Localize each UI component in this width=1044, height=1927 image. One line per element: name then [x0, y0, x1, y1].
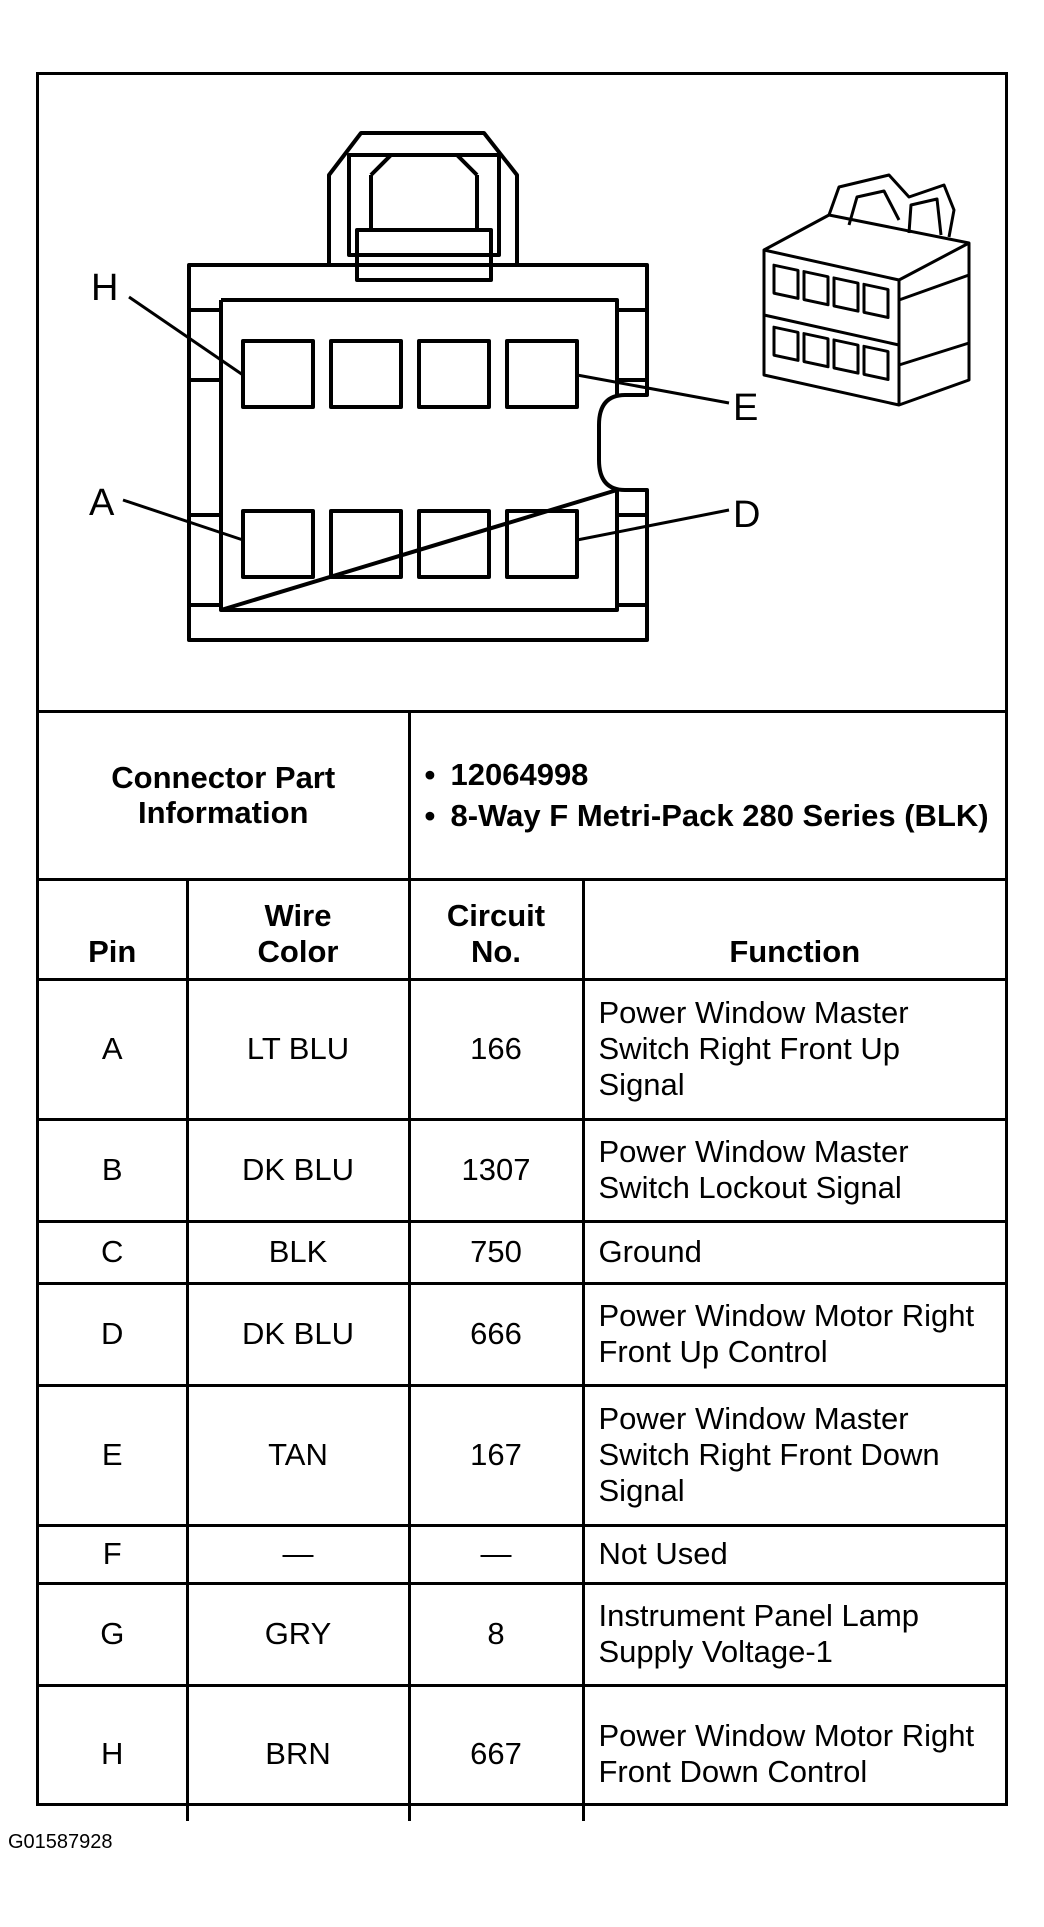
wire-color-cell: DK BLU — [185, 1281, 411, 1387]
function-cell: Power Window Motor Right Front Up Contro… — [581, 1281, 1005, 1387]
wire-color-cell: BLK — [185, 1219, 411, 1285]
table-row: C BLK 750 Ground — [39, 1219, 1005, 1285]
circuit-cell: — — [407, 1523, 585, 1585]
header-wire-color: Wire Color — [185, 877, 411, 981]
callout-line-h — [128, 295, 244, 377]
circuit-cell: 8 — [407, 1581, 585, 1687]
table-row: E TAN 167 Power Window Master Switch Rig… — [39, 1383, 1005, 1527]
connector-isometric-view — [762, 173, 971, 407]
part-info-label: Connector Part Information — [39, 713, 411, 881]
part-info-row: Connector Part Information •12064998 •8-… — [39, 713, 1005, 881]
header-circuit-no: Circuit No. — [407, 877, 585, 981]
terminal-a — [241, 509, 315, 579]
pin-cell: H — [39, 1683, 189, 1821]
function-cell: Power Window Master Switch Right Front U… — [581, 977, 1005, 1121]
pin-cell: D — [39, 1281, 189, 1387]
connector-figure: H E A D — [36, 72, 1008, 1821]
connector-housing — [187, 263, 649, 642]
header-function: Function — [581, 877, 1005, 981]
pin-callout-d: D — [733, 494, 760, 536]
pin-cell: F — [39, 1523, 189, 1585]
table-row: B DK BLU 1307 Power Window Master Switch… — [39, 1117, 1005, 1223]
callout-line-d — [576, 508, 730, 542]
table-row: H BRN 667 Power Window Motor Right Front… — [39, 1683, 1005, 1821]
wire-color-cell: LT BLU — [185, 977, 411, 1121]
pin-cell: C — [39, 1219, 189, 1285]
table-row: G GRY 8 Instrument Panel Lamp Supply Vol… — [39, 1581, 1005, 1687]
connector-face-drawing: H E A D — [89, 131, 971, 642]
table-row: F — — Not Used — [39, 1523, 1005, 1585]
terminal-f — [417, 339, 491, 409]
wire-color-cell: — — [185, 1523, 411, 1585]
wire-color-cell: BRN — [185, 1683, 411, 1821]
terminal-e — [505, 339, 579, 409]
table-row: D DK BLU 666 Power Window Motor Right Fr… — [39, 1281, 1005, 1387]
wire-color-cell: DK BLU — [185, 1117, 411, 1223]
connector-latch — [327, 131, 519, 265]
circuit-cell: 1307 — [407, 1117, 585, 1223]
pin-cell: A — [39, 977, 189, 1121]
table-header-row: Pin Wire Color Circuit No. Function — [39, 877, 1005, 981]
function-cell: Power Window Master Switch Right Front D… — [581, 1383, 1005, 1527]
connector-latch-inner — [347, 153, 501, 257]
header-pin: Pin — [39, 877, 189, 981]
callout-line-a — [122, 498, 244, 542]
circuit-cell: 167 — [407, 1383, 585, 1527]
pin-cell: G — [39, 1581, 189, 1687]
part-info-details: •12064998 •8-Way F Metri-Pack 280 Series… — [407, 713, 1005, 881]
part-number: •12064998 — [424, 757, 589, 793]
circuit-cell: 750 — [407, 1219, 585, 1285]
pin-cell: B — [39, 1117, 189, 1223]
circuit-cell: 666 — [407, 1281, 585, 1387]
function-cell: Not Used — [581, 1523, 1005, 1585]
terminal-b — [329, 509, 403, 579]
function-cell: Instrument Panel Lamp Supply Voltage-1 — [581, 1581, 1005, 1687]
connector-description: •8-Way F Metri-Pack 280 Series (BLK) — [424, 798, 989, 834]
terminal-g — [329, 339, 403, 409]
circuit-cell: 667 — [407, 1683, 585, 1821]
terminal-c — [417, 509, 491, 579]
terminal-h — [241, 339, 315, 409]
wire-color-cell: TAN — [185, 1383, 411, 1527]
connector-pinout-table: Connector Part Information •12064998 •8-… — [39, 713, 1005, 1821]
function-cell: Power Window Motor Right Front Down Cont… — [581, 1683, 1005, 1821]
function-cell: Power Window Master Switch Lockout Signa… — [581, 1117, 1005, 1223]
pin-cell: E — [39, 1383, 189, 1527]
pin-callout-a: A — [89, 482, 115, 524]
figure-id: G01587928 — [8, 1831, 113, 1853]
pin-callout-h: H — [91, 267, 118, 309]
callout-line-e — [576, 373, 730, 405]
circuit-cell: 166 — [407, 977, 585, 1121]
pin-callout-e: E — [733, 387, 758, 429]
connector-diagram: H E A D — [39, 75, 1005, 713]
wire-color-cell: GRY — [185, 1581, 411, 1687]
table-row: A LT BLU 166 Power Window Master Switch … — [39, 977, 1005, 1121]
terminal-d — [505, 509, 579, 579]
function-cell: Ground — [581, 1219, 1005, 1285]
